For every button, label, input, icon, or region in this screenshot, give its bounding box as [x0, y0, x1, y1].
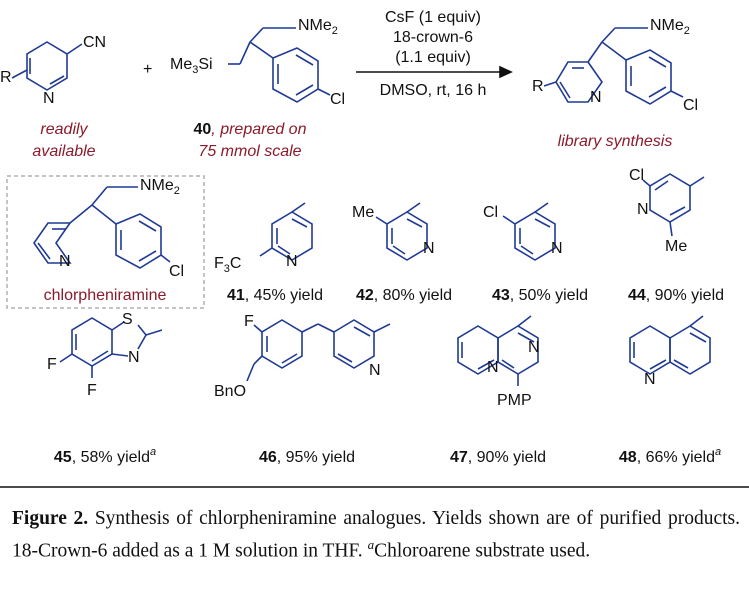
p41-cf3-label: F3C — [214, 255, 241, 275]
readily-label: readily — [40, 121, 88, 138]
yield-48: 48, 66% yielda — [619, 446, 721, 466]
reaction-scheme: CN N R + NMe2 Me3Si Cl CsF (1 equiv) 18-… — [0, 9, 749, 488]
reagent-equiv: (1.1 equiv) — [395, 49, 471, 66]
p47-n1-label: N — [528, 339, 540, 356]
p45-n-label: N — [128, 349, 140, 366]
library-label: library synthesis — [558, 133, 673, 150]
available-label: available — [32, 143, 95, 160]
sm2-nme-label: NMe2 — [298, 17, 338, 37]
p45-s-label: S — [122, 311, 133, 328]
prepared-label: 40, prepared on — [194, 121, 307, 138]
footnote-mark: a — [367, 537, 375, 552]
p47-pmp-label: PMP — [497, 392, 532, 409]
figure-label: Figure 2. — [12, 508, 89, 529]
yield-45: 45, 58% yielda — [54, 446, 156, 466]
p48-n-label: N — [644, 371, 656, 388]
bond-lines — [11, 27, 711, 386]
chlor-n-label: N — [59, 253, 71, 270]
chlorpheniramine-box — [6, 175, 205, 309]
p41-n-label: N — [286, 253, 298, 270]
p43-n-label: N — [551, 240, 563, 257]
p46-bno-label: BnO — [214, 383, 246, 400]
chlorpheniramine-label: chlorpheniramine — [44, 287, 167, 304]
yield-44: 44, 90% yield — [628, 287, 724, 304]
sm2-tms-label: Me3Si — [170, 56, 213, 76]
prod-r-label: R — [532, 78, 544, 95]
p44-cl-label: Cl — [629, 167, 644, 184]
prod-n-label: N — [590, 89, 602, 106]
p45-f2-label: F — [87, 382, 97, 399]
yield-41: 41, 45% yield — [227, 287, 323, 304]
reagent-crown: 18-crown-6 — [393, 29, 473, 46]
cn-label: CN — [83, 34, 106, 51]
plus-sign: + — [143, 61, 152, 78]
prod-nme-label: NMe2 — [650, 17, 690, 37]
yield-42: 42, 80% yield — [356, 287, 452, 304]
chlor-cl-label: Cl — [169, 263, 184, 280]
p46-f-label: F — [244, 313, 254, 330]
yield-43: 43, 50% yield — [492, 287, 588, 304]
reagent-csf: CsF (1 equiv) — [385, 9, 481, 26]
conditions: DMSO, rt, 16 h — [380, 82, 487, 99]
p42-n-label: N — [423, 240, 435, 257]
sm1-r-label: R — [0, 69, 12, 86]
scale-label: 75 mmol scale — [198, 143, 301, 160]
figure-caption: Figure 2. Synthesis of chlorpheniramine … — [12, 506, 740, 565]
prod-cl-label: Cl — [683, 97, 698, 114]
p42-me-label: Me — [352, 204, 374, 221]
p46-n-label: N — [369, 362, 381, 379]
caption-text: Synthesis of chlorpheniramine analogues.… — [12, 508, 740, 562]
chlor-nme-label: NMe2 — [140, 177, 180, 197]
p47-n2-label: N — [487, 359, 499, 376]
p45-f-label: F — [47, 356, 57, 373]
p44-me-label: Me — [665, 238, 687, 255]
yield-46: 46, 95% yield — [259, 449, 355, 466]
footnote-text: Chloroarene substrate used. — [374, 540, 591, 562]
p43-cl-label: Cl — [483, 204, 498, 221]
p44-n-label: N — [637, 201, 649, 218]
sm1-n-label: N — [43, 90, 55, 107]
yield-47: 47, 90% yield — [450, 449, 546, 466]
sm2-cl-label: Cl — [330, 91, 345, 108]
